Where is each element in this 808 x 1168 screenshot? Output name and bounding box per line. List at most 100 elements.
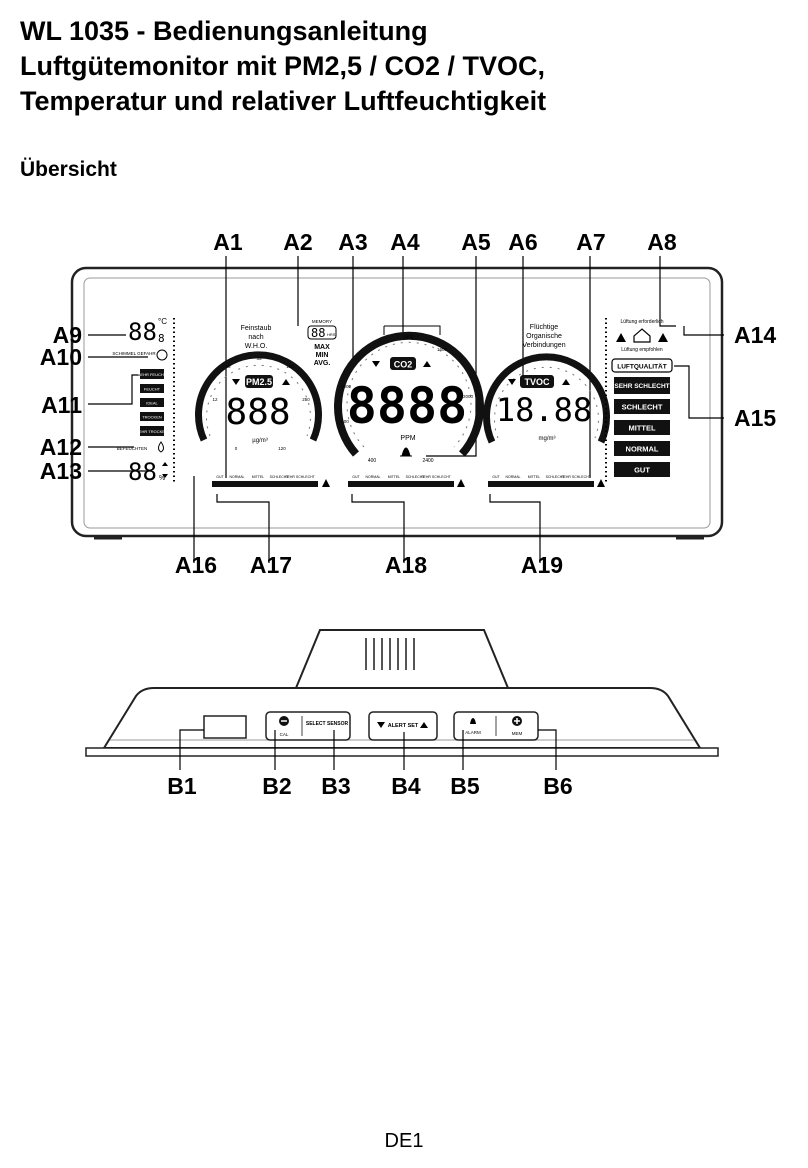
- callout-a16: A16: [175, 552, 217, 578]
- co2-scale-400: 400: [368, 458, 377, 464]
- co2-ticks: [346, 341, 472, 448]
- tvoc-down-arrow-icon: [508, 379, 516, 385]
- pm25-scale-55: 55: [256, 356, 262, 361]
- callout-a11: A11: [41, 392, 82, 418]
- humidity-level-2: [140, 384, 164, 393]
- pm25-bar-label-1: GUT: [216, 475, 224, 479]
- air-quality-level-4: [614, 441, 670, 456]
- alert-set-button[interactable]: [368, 711, 438, 741]
- callout-a8: A8: [647, 229, 677, 255]
- callouts-bottom: A16 A17 A18 A19: [175, 552, 563, 578]
- callout-b5: B5: [450, 773, 480, 799]
- warning-icon-right: [658, 333, 668, 342]
- callout-a1: A1: [213, 229, 243, 255]
- callouts-top: A1 A2 A3 A4 A5 A6 A7 A8: [213, 229, 677, 255]
- document-title: WL 1035 - Bedienungsanleitung Luftgütemo…: [20, 14, 546, 119]
- pm25-bar-label-5: SEHR SCHLECHT: [285, 475, 315, 479]
- pm25-arc: [195, 351, 322, 442]
- co2-scale-1600: 1600: [437, 347, 448, 352]
- humidity-readout: 88 %: [128, 458, 168, 486]
- humidity-level-4-label: TROCKEN: [142, 415, 162, 420]
- tvoc-label: TVOC: [524, 377, 550, 387]
- pm25-scale-12: 12: [212, 397, 218, 402]
- callout-a13: A13: [40, 458, 82, 484]
- temperature-digits: 88: [128, 318, 157, 346]
- air-quality-level-3: [614, 420, 670, 435]
- temperature-small-digit: 8: [158, 332, 165, 345]
- pm25-unit: µg/m³: [252, 438, 267, 444]
- pm25-title-line-2: nach: [248, 334, 263, 341]
- pm25-gauge: Feinstaub nach W.H.O. 55 35 12 0 150 250…: [195, 325, 322, 451]
- tvoc-unit: mg/m³: [539, 436, 556, 442]
- pm25-scale-150: 150: [286, 364, 294, 369]
- device-stand: [295, 629, 509, 689]
- memory-max: MAX: [314, 344, 330, 351]
- alert-down-arrow-icon: [377, 722, 385, 728]
- air-quality-scale: LUFTQUALITÄT SEHR SCHLECHT SCHLECHT MITT…: [611, 358, 673, 477]
- callout-a7: A7: [576, 229, 605, 255]
- tvoc-bar: [488, 481, 594, 487]
- co2-digits: 8888: [347, 377, 467, 435]
- back-leader-lines: [179, 729, 557, 770]
- ventilation-indicator: Lüftung erforderlich Lüftung empfohlen: [616, 319, 668, 353]
- callouts-right: A14 A15: [734, 322, 776, 431]
- mold-warning-label: SCHIMMEL GEFAHR: [112, 351, 156, 356]
- memory-indicator: MEMORY 88 HRS MAX MIN AVG.: [307, 319, 337, 367]
- air-quality-level-4-label: NORMAL: [626, 445, 659, 454]
- callout-a5: A5: [461, 229, 491, 255]
- humidity-level-3-label: IDEAL: [146, 401, 158, 406]
- air-quality-level-2-label: SCHLECHT: [622, 403, 663, 412]
- pm25-title-line-3: W.H.O.: [245, 343, 268, 350]
- co2-bar-label-4: SCHLECHT: [406, 475, 426, 479]
- tvoc-title-line-3: Verbindungen: [522, 342, 565, 349]
- display-diagram: A1 A2 A3 A4 A5 A6 A7 A8 A9 A10 A11 A12 A…: [40, 229, 777, 578]
- alarm-button[interactable]: ALARM: [465, 718, 481, 735]
- cal-label: CAL: [280, 732, 289, 737]
- mold-icon: [156, 349, 168, 361]
- cal-button[interactable]: CAL: [279, 716, 289, 737]
- callout-a15: A15: [734, 405, 776, 431]
- co2-bar-warning-icon: [457, 479, 465, 487]
- warning-icon-left: [616, 333, 626, 342]
- pm25-bar-label-4: SCHLECHT: [270, 475, 290, 479]
- memory-box: [307, 325, 337, 340]
- callout-a17: A17: [250, 552, 292, 578]
- pm25-scale-250: 250: [302, 397, 310, 402]
- memory-avg: AVG.: [314, 360, 331, 367]
- alert-set-label: ALERT SET: [388, 723, 419, 729]
- air-quality-level-1-label: SEHR SCHLECHT: [614, 383, 669, 390]
- co2-scale-1000: 1000: [341, 384, 352, 389]
- tvoc-bar-warning-icon: [597, 479, 605, 487]
- memory-min: MIN: [316, 352, 329, 359]
- mem-button[interactable]: MEM: [512, 716, 523, 736]
- humidify-indicator: BEFEUCHTEN: [117, 441, 164, 453]
- device-bezel: [83, 277, 711, 529]
- pm25-scale-35: 35: [225, 364, 231, 369]
- air-quality-label: LUFTQUALITÄT: [617, 363, 666, 371]
- callout-b2: B2: [262, 773, 291, 799]
- air-quality-level-2: [614, 399, 670, 414]
- pm25-level-bar: GUT NORMAL MITTEL SCHLECHT SEHR SCHLECHT: [212, 475, 330, 487]
- select-sensor-label: SELECT SENSOR: [306, 721, 349, 727]
- alarm-label: ALARM: [465, 730, 481, 735]
- callout-b4: B4: [391, 773, 421, 799]
- buttons-diagram: CAL SELECT SENSOR ALERT SET ALARM MEM B1…: [85, 629, 719, 799]
- temperature-unit: °C: [158, 317, 167, 326]
- tvoc-up-arrow-icon: [562, 379, 570, 385]
- stand-vents: [365, 638, 415, 670]
- co2-scale-1400: 1400: [402, 335, 413, 341]
- tvoc-arc: [483, 353, 610, 444]
- select-sensor-button[interactable]: SELECT SENSOR: [306, 721, 349, 727]
- tvoc-bar-label-5: SEHR SCHLECHT: [561, 475, 591, 479]
- bell-icon: [400, 447, 412, 457]
- co2-label: CO2: [394, 360, 413, 370]
- co2-down-arrow-icon: [372, 361, 380, 367]
- co2-label-box: [390, 357, 416, 370]
- callout-a10: A10: [40, 344, 82, 370]
- co2-scale-800: 800: [341, 419, 349, 424]
- co2-bar-label-3: MITTEL: [388, 475, 400, 479]
- pm25-bar: [212, 481, 318, 487]
- pm25-bar-label-2: NORMAL: [230, 475, 245, 479]
- page-number: DE1: [384, 1130, 424, 1152]
- tvoc-digits: 18.88: [496, 391, 592, 429]
